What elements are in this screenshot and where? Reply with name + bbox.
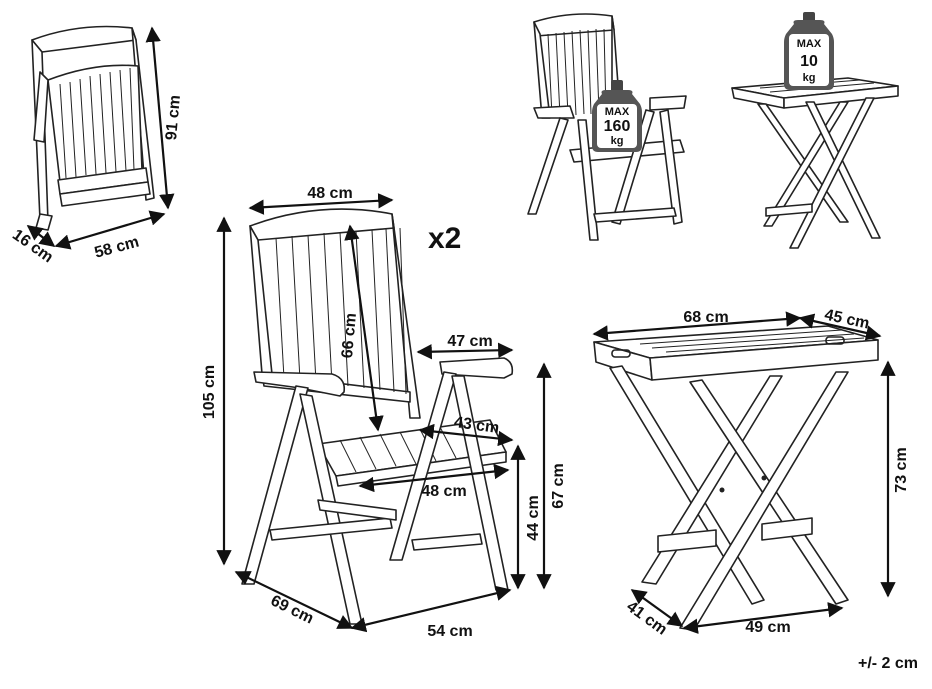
- chair-depth-label: 69 cm: [268, 592, 316, 627]
- armrest-length-dimension: 47 cm: [416, 333, 514, 360]
- chair-load-drawing: [527, 13, 687, 241]
- armrest-height-label: 67 cm: [550, 463, 567, 508]
- folded-chair-drawing: [31, 25, 155, 231]
- total-height-dimension: 105 cm: [201, 216, 232, 566]
- chair-load-max: MAX: [605, 106, 630, 118]
- armrest-length-label: 47 cm: [447, 333, 492, 350]
- folded-height-dimension: 91 cm: [145, 26, 184, 210]
- table-length-label: 68 cm: [683, 309, 728, 326]
- back-height-dimension: 66 cm: [339, 224, 384, 432]
- chair-load-value: 160: [604, 118, 631, 135]
- back-width-label: 48 cm: [307, 185, 352, 202]
- chair-width-dimension: 54 cm: [350, 585, 512, 640]
- seat-width-label: 48 cm: [421, 483, 466, 500]
- table-load-max: MAX: [797, 38, 822, 50]
- back-width-dimension: 48 cm: [248, 185, 394, 215]
- table-base-depth-dimension: 41 cm: [623, 589, 684, 639]
- seat-depth-label: 43 cm: [453, 414, 500, 437]
- folded-height-label: 91 cm: [163, 94, 184, 141]
- folded-depth-label: 16 cm: [9, 226, 56, 266]
- seat-depth-dimension: 43 cm: [418, 414, 514, 447]
- folded-depth-dimension: 16 cm: [9, 225, 56, 266]
- table-base-depth-label: 41 cm: [623, 598, 670, 638]
- tolerance-note: +/- 2 cm: [858, 655, 918, 672]
- table-load-value: 10: [800, 53, 818, 70]
- total-height-label: 105 cm: [201, 365, 218, 419]
- chair-depth-dimension: 69 cm: [234, 571, 354, 629]
- table-weight-icon: MAX 10 kg: [784, 12, 834, 90]
- table-height-dimension: 73 cm: [880, 360, 910, 598]
- table-length-dimension: 68 cm: [592, 309, 802, 341]
- seat-width-dimension: 48 cm: [358, 463, 510, 500]
- armrest-height-dimension: 67 cm: [536, 362, 567, 590]
- chair-weight-icon: MAX 160 kg: [592, 80, 642, 152]
- chair-width-label: 54 cm: [427, 623, 472, 640]
- table-base-width-label: 49 cm: [745, 619, 790, 636]
- folded-width-dimension: 58 cm: [54, 210, 166, 262]
- main-table-drawing: [593, 325, 879, 631]
- table-load-unit: kg: [803, 72, 816, 84]
- seat-height-dimension: 44 cm: [510, 444, 542, 590]
- table-load-drawing: [731, 77, 899, 249]
- table-height-label: 73 cm: [893, 447, 910, 492]
- folded-width-label: 58 cm: [93, 234, 141, 262]
- table-base-width-dimension: 49 cm: [682, 602, 844, 636]
- chair-load-unit: kg: [611, 135, 624, 147]
- back-height-label: 66 cm: [339, 312, 360, 359]
- chair-quantity: x2: [428, 222, 461, 255]
- seat-height-label: 44 cm: [525, 495, 542, 540]
